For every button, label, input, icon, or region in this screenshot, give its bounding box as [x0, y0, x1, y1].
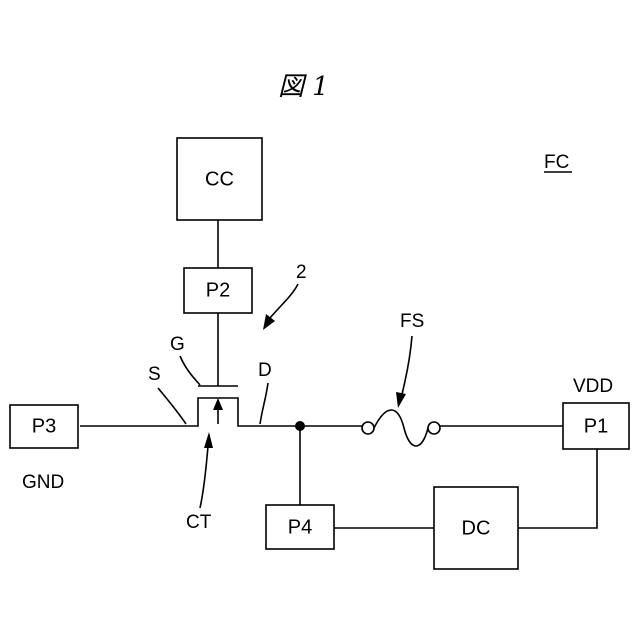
fuse-label: FS: [400, 311, 424, 332]
source-label: S: [148, 364, 161, 385]
fuse-element: [374, 410, 428, 446]
ref-2-label: 2: [296, 262, 307, 283]
transistor-channel: [80, 398, 300, 426]
p4-label: P4: [288, 516, 312, 538]
drain-label: D: [258, 360, 272, 381]
fuse-arrow-head: [396, 392, 406, 408]
p1-label: P1: [584, 415, 608, 437]
source-leader: [158, 388, 186, 424]
gnd-label: GND: [22, 472, 64, 493]
p3-label: P3: [32, 415, 56, 437]
p2-label: P2: [206, 279, 230, 301]
ref-2-arrow-head: [263, 314, 275, 330]
circuit-label: FC: [544, 152, 569, 173]
channel-arrow-head: [213, 398, 223, 410]
figure-title: 図 1: [278, 72, 329, 102]
ct-arrow-head: [204, 432, 213, 448]
cc-label: CC: [205, 168, 234, 190]
fuse-arrow-line: [402, 336, 412, 394]
fuse-left-terminal: [362, 422, 374, 434]
gate-leader: [180, 356, 200, 385]
fuse-right-terminal: [428, 422, 440, 434]
gate-label: G: [170, 334, 185, 355]
wire-dc-p1: [518, 449, 597, 528]
dc-label: DC: [462, 517, 491, 539]
drain-leader: [260, 383, 268, 424]
ref-2-arrow-line: [270, 284, 298, 318]
vdd-label: VDD: [573, 376, 613, 397]
ct-arrow-line: [200, 446, 208, 508]
ct-label: CT: [186, 512, 212, 533]
